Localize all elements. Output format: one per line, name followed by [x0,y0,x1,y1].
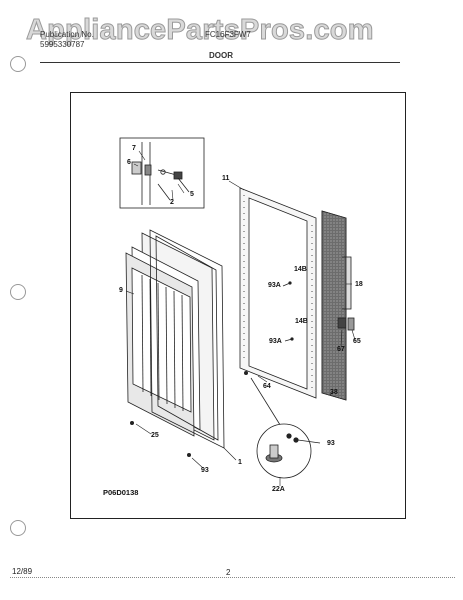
callout-93-detail: 93 [327,440,335,447]
callout-64: 64 [263,383,271,390]
callout-65: 65 [353,338,361,345]
callout-22a: 22A [272,486,285,493]
hinge-inset [119,137,205,209]
header-rule [40,62,400,63]
callout-7: 7 [132,145,136,152]
model-number: FC16F3FW7 [205,30,251,39]
cam-detail-inset [256,423,321,479]
watermark: AppliancePartsPros.com [26,14,374,47]
callout-38: 38 [330,389,338,396]
door-back-panel [321,210,347,401]
publication-label: Publication No. [40,30,94,39]
screw-group [130,281,294,457]
callout-14b-upper: 14B [294,266,307,273]
callout-93a-upper: 93A [268,282,281,289]
footer-rule [10,577,455,578]
publication-number: 5995330787 [40,40,85,49]
diagram-code: P06D0138 [103,488,139,497]
callout-93a-lower: 93A [269,338,282,345]
page-number: 2 [226,568,231,577]
section-title: DOOR [209,51,233,60]
callout-25: 25 [151,432,159,439]
callout-18: 18 [355,281,363,288]
callout-93-bottom: 93 [201,467,209,474]
callout-6: 6 [127,159,131,166]
binder-hole-middle [10,284,26,300]
door-outer-frame [239,187,317,399]
binder-hole-top [10,56,26,72]
callout-leaders [125,150,356,486]
footer-date: 12/89 [12,567,33,576]
detail-leader [250,377,283,429]
callout-67: 67 [337,346,345,353]
door-handle [342,256,352,310]
callout-14b-lower: 14B [295,318,308,325]
binder-hole-bottom [10,520,26,536]
callout-2: 2 [170,199,174,206]
lock-assembly [337,317,355,331]
callout-11: 11 [222,175,230,182]
callout-1: 1 [238,459,242,466]
callout-9: 9 [119,287,123,294]
callout-5: 5 [190,191,194,198]
diagram-frame [70,92,406,519]
door-liner-panel [125,232,215,441]
